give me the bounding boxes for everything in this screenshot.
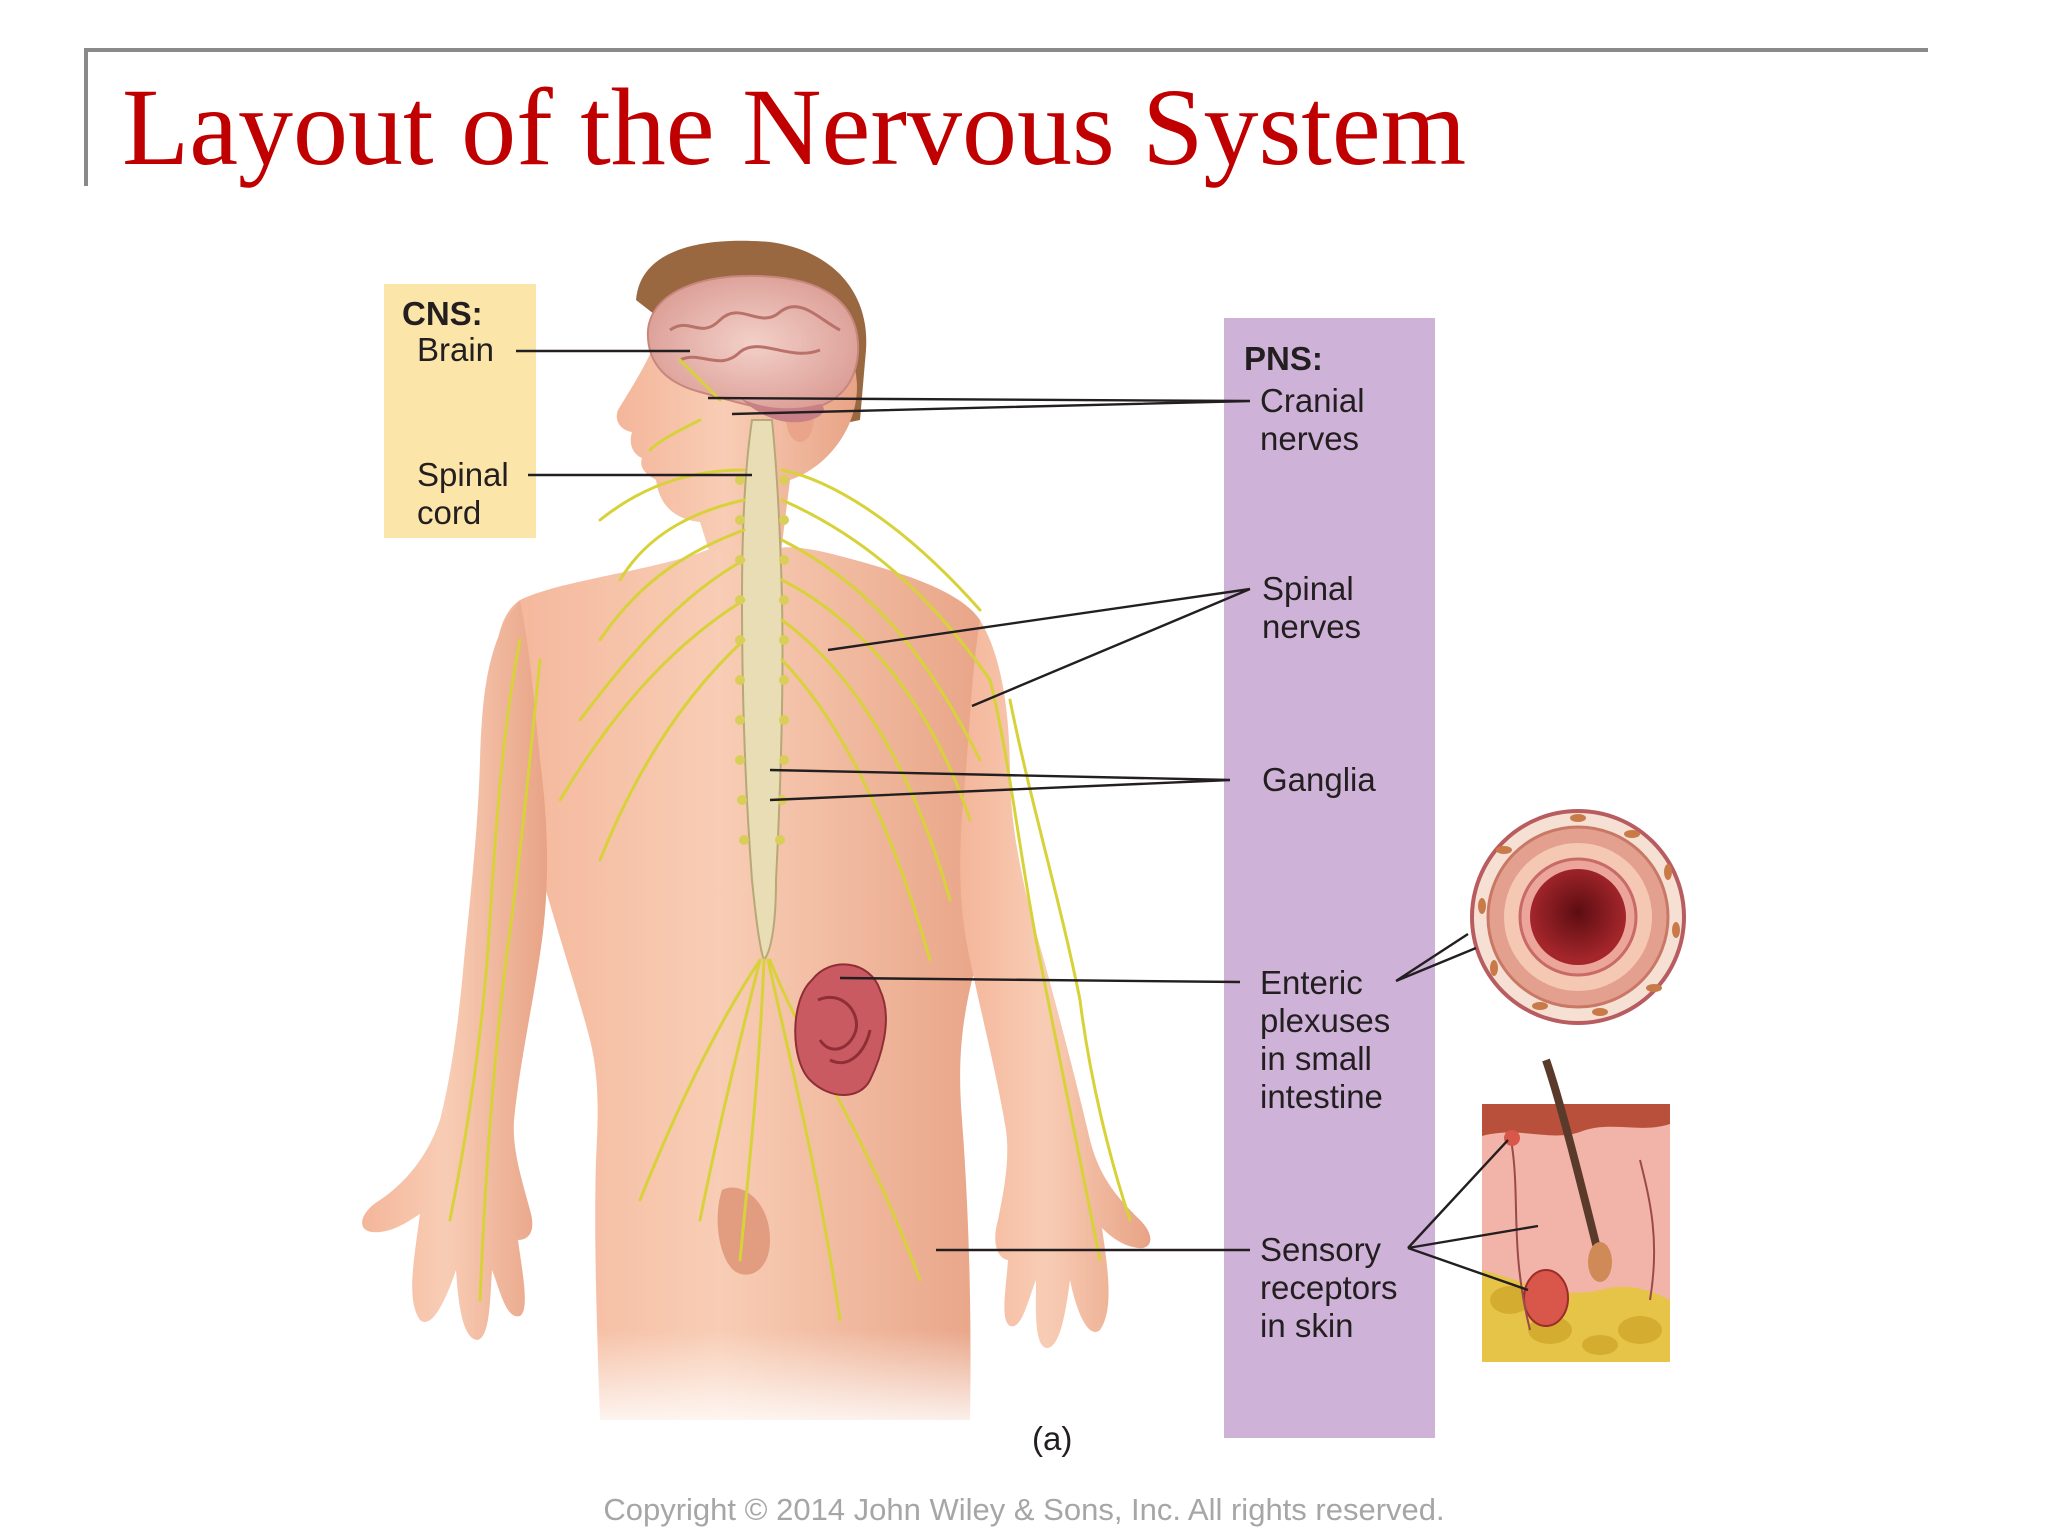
spinal-cord-label-line2: cord <box>417 494 481 531</box>
panel-letter: (a) <box>1032 1420 1072 1457</box>
copyright-footer: Copyright © 2014 John Wiley & Sons, Inc.… <box>0 1492 2048 1528</box>
pns-heading: PNS: <box>1244 340 1323 377</box>
skin-section <box>1482 1060 1670 1362</box>
small-intestine <box>795 964 886 1095</box>
brain-label: Brain <box>417 331 494 368</box>
enteric-plexuses-label-line1: Enteric <box>1260 964 1363 1001</box>
right-arm <box>960 620 1150 1348</box>
enteric-plexuses-label-line3: in small <box>1260 1040 1372 1077</box>
spinal-cord-label-line1: Spinal <box>417 456 509 493</box>
ganglia-label: Ganglia <box>1262 761 1376 798</box>
sensory-receptors-label-line3: in skin <box>1260 1307 1354 1344</box>
spinal-nerves-label-line1: Spinal <box>1262 570 1354 607</box>
enteric-plexuses-label-line2: plexuses <box>1260 1002 1390 1039</box>
intestine-cross-section <box>1472 811 1684 1023</box>
left-arm <box>362 600 547 1340</box>
sensory-receptors-label-line1: Sensory <box>1260 1231 1382 1268</box>
cranial-nerves-label-line1: Cranial <box>1260 382 1365 419</box>
cns-heading: CNS: <box>402 295 483 332</box>
cranial-nerves-label-line2: nerves <box>1260 420 1359 457</box>
sensory-receptors-label-line2: receptors <box>1260 1269 1398 1306</box>
spinal-nerves-label-line2: nerves <box>1262 608 1361 645</box>
enteric-plexuses-label-line4: intestine <box>1260 1078 1383 1115</box>
